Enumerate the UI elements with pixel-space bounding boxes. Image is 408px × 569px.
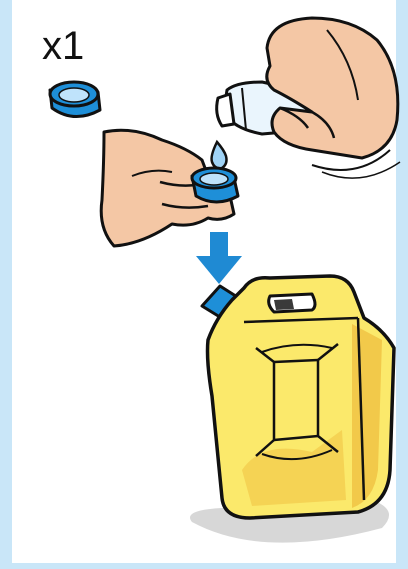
down-arrow-icon	[196, 232, 242, 284]
right-hand-with-bottle	[217, 18, 400, 178]
jerrycan-icon	[190, 276, 394, 543]
dosing-illustration	[12, 0, 408, 569]
bottle-cap-icon	[50, 82, 100, 117]
droplet-icon	[212, 142, 227, 168]
